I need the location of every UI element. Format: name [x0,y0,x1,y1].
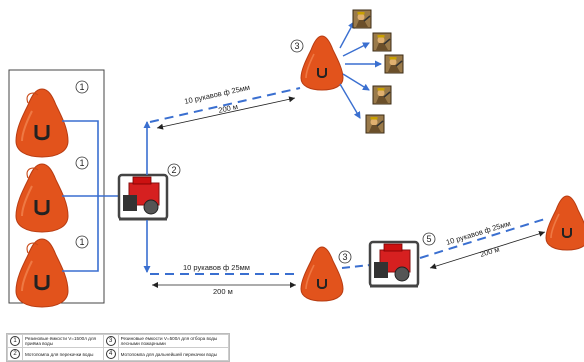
firefighter-icon [384,54,404,74]
upper-distance-label: 200 м [217,102,238,115]
storage-tank-1 [14,87,70,159]
marker-circle [338,250,352,264]
lower-hose-label: 10 рукавов ф 25мм [183,263,250,272]
firefighter-icon [365,114,385,134]
legend-row: 2 Мотопомпа для перекачки воды 4 Мотопом… [7,347,230,361]
legend: 1 Резиновые ёмкости V=1500л для приёма в… [6,333,230,362]
legend-table: 1 Резиновые ёмкости V=1500л для приёма в… [7,334,230,361]
far-field-tank [545,195,584,251]
pump-main-marker: 2 [171,165,176,175]
marker-circle [75,80,89,94]
tank-2-marker: 1 [79,158,84,168]
firefighter-icon [372,32,392,52]
tank-3-marker: 1 [79,237,84,247]
right-hose-label: 10 рукавов ф 25мм [445,219,512,247]
storage-tank-3 [14,237,70,309]
tank-upper-marker: 3 [294,41,299,51]
upper-field-tank [300,35,344,91]
storage-tank-2 [14,162,70,234]
lower-distance-label: 200 м [213,287,233,296]
marker-circle [167,163,181,177]
firefighter-supply-lines [339,21,382,119]
right-distance-arrow [429,230,546,270]
legend-text: Мотопомпа для дальнейшей перекачки воды [117,347,230,361]
legend-number: 2 [10,349,20,359]
lower-field-tank [300,246,344,302]
legend-number: 3 [105,336,116,346]
marker-circle [75,156,89,170]
marker-circle [75,235,89,249]
legend-text: Резиновые ёмкости V=1500л для приёма вод… [22,334,104,348]
legend-text: Мотопомпа для перекачки воды [22,347,104,361]
marker-circle [290,39,304,53]
legend-number: 4 [105,349,116,359]
pump-secondary-marker: 5 [426,234,431,244]
collector-pipes [62,120,118,272]
legend-text: Резиновые ёмкости V=500л для отбора воды… [117,334,230,348]
tank-to-pump-hose [341,264,371,269]
secondary-motor-pump [368,240,420,288]
firefighter-icon [352,9,372,29]
main-motor-pump [117,173,169,221]
upper-distance-arrow [156,96,296,130]
legend-row: 1 Резиновые ёмкости V=1500л для приёма в… [7,334,230,348]
tank-lower-marker: 3 [342,252,347,262]
tank-1-marker: 1 [79,82,84,92]
legend-number: 1 [10,336,20,346]
firefighter-icon [372,85,392,105]
right-distance-label: 200 м [479,245,501,259]
